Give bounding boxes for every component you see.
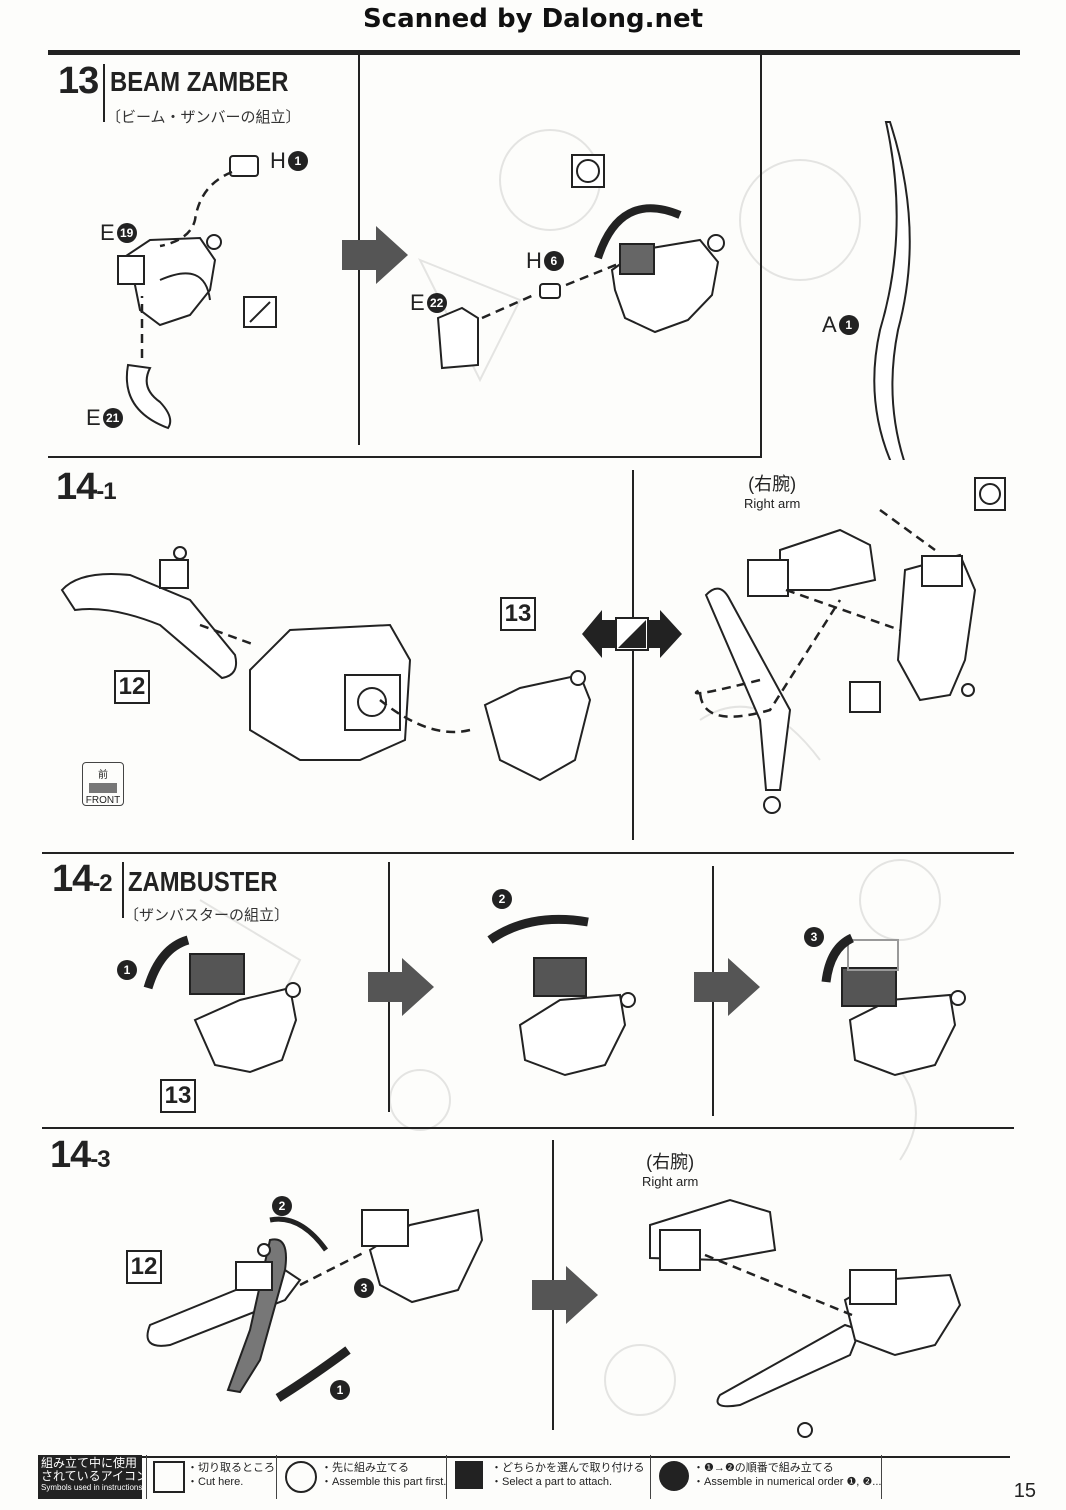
- front-arrow-icon: [89, 783, 117, 793]
- order-badge-3: 3: [354, 1278, 374, 1298]
- legend-select: ・どちらかを選んで取り付ける ・Select a part to attach.: [446, 1455, 647, 1499]
- cut-icon: [243, 296, 277, 328]
- step-14-2-illustration: [143, 914, 966, 1077]
- front-jp: 前: [98, 770, 108, 781]
- step-13-illustration: [117, 121, 911, 460]
- ref-box-13: 13: [500, 597, 536, 631]
- next-step-arrow: [342, 226, 408, 284]
- cut-icon: [153, 1461, 185, 1493]
- order-arrow-2: [487, 914, 589, 944]
- next-step-arrow: [532, 1266, 598, 1324]
- part-e22-shape: [436, 306, 479, 370]
- step-14-2-number: 14-2: [52, 858, 113, 900]
- legend-order: ・❶→❷の順番で組み立てる ・Assemble in numerical ord…: [650, 1455, 882, 1499]
- panel-divider: [48, 456, 762, 458]
- title-divider: [122, 862, 124, 918]
- select-part-icon: [849, 681, 881, 713]
- numerical-order-icon: [659, 1461, 689, 1491]
- legend-title: 組み立て中に使用 されているアイコン Symbols used in instr…: [38, 1455, 148, 1499]
- beam-zamber-part-13: [483, 673, 592, 782]
- step-14-1-illustration: [60, 477, 1006, 814]
- right-arm-shape: [779, 528, 877, 591]
- step-13-title: BEAM ZAMBER: [110, 66, 289, 97]
- final-handle: [716, 1323, 862, 1408]
- order-arrow-1: [143, 935, 190, 990]
- right-arm-label-1: (右腕) Right arm: [744, 474, 801, 511]
- part-a1-blade: [873, 121, 911, 460]
- front-indicator: 前 FRONT: [82, 762, 124, 806]
- assemble-first-icon: [285, 1461, 317, 1493]
- step-14-1-number: 14-1: [56, 466, 117, 508]
- legend-cut: ・切り取るところ ・Cut here.: [146, 1455, 275, 1499]
- zambuster-step-c: [848, 993, 957, 1077]
- order-badge-3: 3: [804, 927, 824, 947]
- ref-box-13: 13: [160, 1079, 196, 1113]
- order-badge-2: 2: [492, 889, 512, 909]
- zambuster-step-a: [193, 986, 298, 1074]
- step-14-3-number: 14-3: [50, 1134, 111, 1176]
- next-step-arrow: [694, 958, 760, 1016]
- handle-part-12: [60, 573, 238, 680]
- panel-divider: [632, 470, 634, 840]
- panel-divider: [42, 1127, 1014, 1129]
- order-arrow-3: [821, 933, 855, 983]
- part-h6-shape: [539, 283, 561, 299]
- order-badge-1: 1: [117, 960, 137, 980]
- order-arrow-1: [275, 1346, 351, 1402]
- cover-part-dark: [189, 953, 245, 995]
- zambuster-step-b: [518, 993, 627, 1077]
- step-14-2-subtitle: 〔ザンバスターの組立〕: [124, 907, 290, 924]
- panel-divider: [760, 55, 762, 457]
- panel-divider: [42, 852, 1014, 854]
- part-e21-shape: [125, 363, 172, 430]
- part-h1-shape: [229, 155, 259, 177]
- symbols-legend: 組み立て中に使用 されているアイコン Symbols used in instr…: [38, 1455, 1010, 1499]
- right-arm-label-2: (右腕) Right arm: [642, 1152, 699, 1189]
- top-rule: [48, 50, 1020, 55]
- step-14-2-title: ZAMBUSTER: [128, 866, 278, 897]
- legend-assemble-first: ・先に組み立てる ・Assemble this part first.: [276, 1455, 446, 1499]
- scan-credit: Scanned by Dalong.net: [362, 4, 704, 34]
- grip-shape: [704, 587, 792, 791]
- title-divider: [103, 64, 105, 122]
- ref-box-12: 12: [114, 670, 150, 704]
- front-en: FRONT: [85, 795, 121, 806]
- select-part-icon: [455, 1461, 483, 1489]
- page-number: 15: [1013, 1480, 1036, 1502]
- step-13-number: 13: [58, 60, 99, 102]
- step-14-3-illustration: [146, 1198, 962, 1438]
- order-badge-2: 2: [272, 1196, 292, 1216]
- ref-box-12: 12: [126, 1250, 162, 1284]
- order-arrow-2: [269, 1216, 329, 1252]
- next-step-arrow: [368, 958, 434, 1016]
- step-13-subtitle: 〔ビーム・ザンバーの組立〕: [106, 109, 301, 126]
- order-badge-1: 1: [330, 1380, 350, 1400]
- rotate-arrow: [594, 204, 682, 260]
